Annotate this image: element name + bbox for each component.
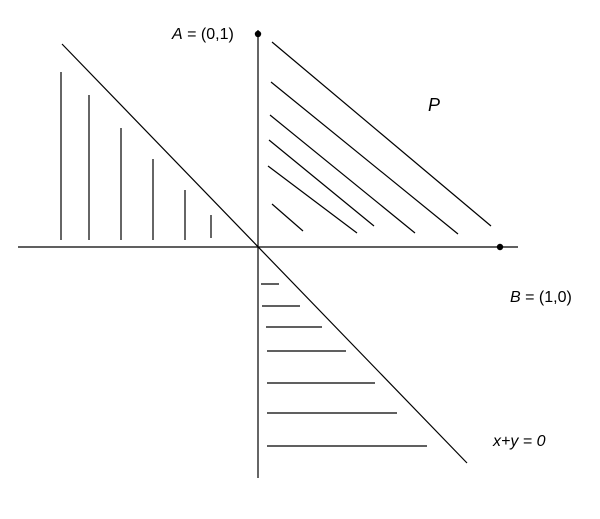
point-a-label: A = (0,1) [171, 26, 234, 43]
hatch-line [271, 41, 492, 227]
upper-left-vertical-hatching [60, 72, 212, 240]
line-equation-label: x+y = 0 [492, 433, 546, 450]
hatch-line [271, 203, 304, 232]
point-a-dot [254, 30, 262, 38]
hatch-line [270, 81, 459, 235]
point-b-dot [496, 243, 504, 251]
region-p-hatching [267, 41, 492, 235]
hatch-line [269, 114, 416, 234]
line-x-plus-y-zero [61, 43, 468, 464]
hatch-line [267, 165, 358, 234]
hatch-line [268, 139, 375, 227]
lower-horizontal-hatching [261, 283, 427, 447]
region-p-label: P [428, 95, 440, 115]
point-b-label: B = (1,0) [510, 289, 572, 306]
